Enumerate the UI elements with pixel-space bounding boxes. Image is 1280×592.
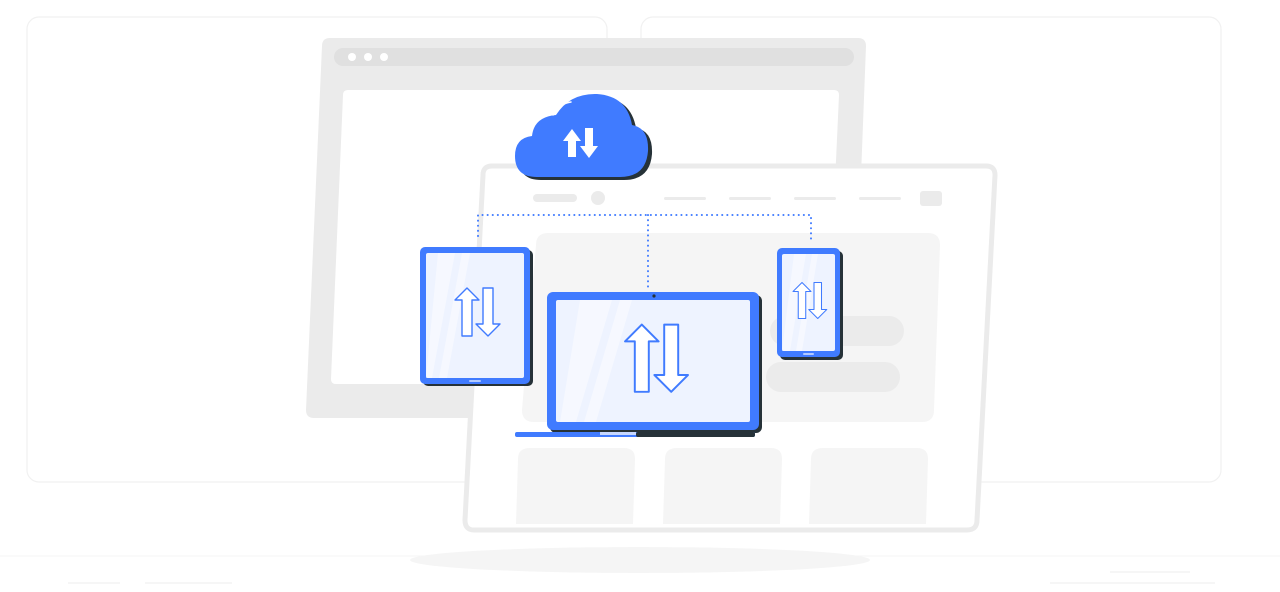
laptop-screen bbox=[556, 300, 750, 422]
front-nav-item-2 bbox=[729, 197, 771, 200]
front-nav-menu-placeholder bbox=[920, 191, 942, 206]
phone-home-indicator bbox=[803, 353, 814, 355]
front-nav-logo-placeholder bbox=[533, 194, 577, 202]
tablet-screen bbox=[426, 253, 524, 378]
connection-lines bbox=[477, 214, 812, 288]
front-nav-item-1 bbox=[664, 197, 706, 200]
front-nav-item-4 bbox=[859, 197, 901, 200]
front-nav-avatar-placeholder bbox=[591, 191, 605, 205]
tablet-device bbox=[420, 247, 533, 386]
window-dots-icon bbox=[348, 53, 388, 61]
front-hero-bar-2 bbox=[766, 362, 900, 392]
front-nav-item-3 bbox=[794, 197, 836, 200]
phone-device bbox=[777, 248, 843, 360]
front-card-placeholder-2 bbox=[663, 448, 782, 524]
laptop-camera bbox=[652, 294, 656, 298]
front-card-placeholder-1 bbox=[516, 448, 635, 524]
up-down-arrows-icon bbox=[563, 128, 598, 158]
back-window-address-bar bbox=[334, 48, 854, 66]
front-card-placeholder-3 bbox=[809, 448, 928, 524]
cloud-sync-icon bbox=[515, 93, 653, 180]
tablet-home-button bbox=[469, 380, 481, 382]
ground-shadow bbox=[410, 547, 870, 573]
laptop-trackpad-notch bbox=[600, 432, 636, 435]
phone-screen bbox=[782, 254, 835, 351]
laptop-device bbox=[515, 292, 762, 437]
